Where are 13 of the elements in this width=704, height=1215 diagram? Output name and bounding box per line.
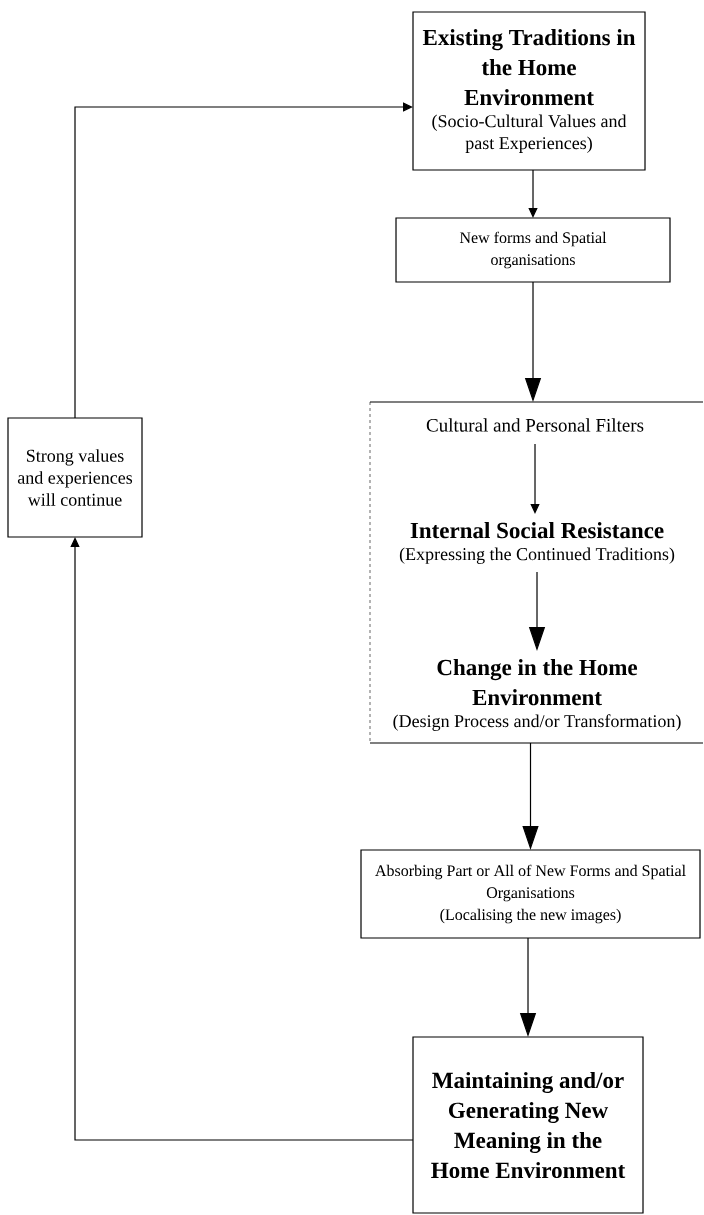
- process-box: Existing Traditions in the Home Environment (Socio-Cultural Values and past Experiences): [412, 11, 646, 171]
- panel-text: Change in the Home Environment (Design Process and/or Transformation): [393, 659, 681, 731]
- arrow: [74, 102, 413, 419]
- arrow: [530, 443, 540, 514]
- filter-panel: [369, 401, 704, 744]
- process-box: Maintaining and/or Generating New Meaning in the Home Environment: [412, 1036, 644, 1214]
- panel-text: Cultural and Personal Filters: [426, 418, 644, 432]
- process-box: New forms and Spatial organisations: [395, 217, 671, 283]
- arrow: [70, 537, 414, 1141]
- panel-text: Internal Social Resistance (Expressing the Continued Traditions): [399, 522, 675, 564]
- process-box: Absorbing Part or All of New Forms and Spatial Organisations (Localising the new images): [360, 849, 701, 939]
- arrow: [528, 169, 538, 218]
- process-box: Strong values and experiences will continue: [7, 417, 143, 538]
